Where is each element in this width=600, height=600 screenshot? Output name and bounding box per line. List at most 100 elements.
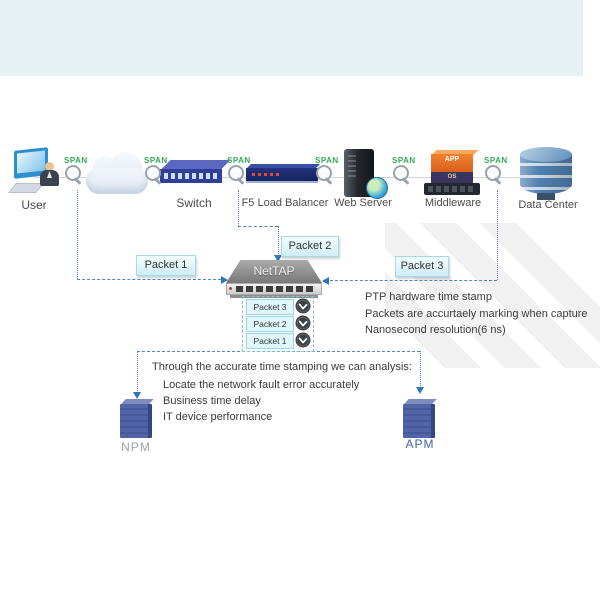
user-computer-icon (8, 147, 66, 199)
label-apm: APM (405, 437, 435, 451)
analysis-title: Through the accurate time stamping we ca… (152, 361, 412, 373)
magnifier-icon (316, 165, 332, 181)
label-middleware: Middleware (424, 197, 482, 209)
cloud-icon (86, 152, 148, 194)
magnifier-icon (485, 165, 501, 181)
globe-icon (366, 177, 388, 199)
stack-row: Packet 2 (246, 315, 313, 332)
span-tap-f5: SPAN (315, 156, 341, 192)
span-label: SPAN (484, 156, 508, 165)
analysis-item-2: Business time delay (163, 395, 261, 407)
clock-icon (295, 332, 311, 348)
server-front-face (120, 404, 152, 438)
magnifier-handle (236, 177, 245, 185)
magnifier-handle (73, 177, 82, 185)
span-tap-web-server: SPAN (392, 156, 418, 192)
stack-packet-1: Packet 1 (246, 333, 294, 349)
note-line-2: Packets are accurtaely marking when capt… (365, 307, 588, 320)
span-tap-middleware: SPAN (484, 156, 510, 192)
span-label: SPAN (392, 156, 416, 165)
cloud-base (86, 168, 148, 194)
npm-arrowhead (133, 392, 141, 399)
label-npm: NPM (121, 440, 151, 454)
packet2-line-vertical (238, 190, 239, 226)
magnifier-handle (493, 177, 502, 185)
stack-row: Packet 3 (246, 298, 313, 315)
packet1-arrowhead (221, 276, 228, 284)
nettap-device: NetTAP (226, 260, 322, 300)
note-line-1: PTP hardware time stamp (365, 291, 492, 303)
apm-server-icon (403, 398, 437, 440)
span-tap-switch: SPAN (227, 156, 253, 192)
packet2-callout: Packet 2 (281, 236, 339, 257)
packet2-arrowhead (274, 255, 282, 262)
npm-line-vertical (137, 351, 138, 393)
keyboard-icon (8, 183, 44, 193)
middleware-icon: APP OS (424, 150, 480, 196)
magnifier-handle (401, 177, 410, 185)
note-line-3: Nanosecond resolution(6 ns) (365, 324, 506, 336)
server-front-face (403, 404, 435, 438)
person-body-icon (40, 170, 59, 186)
label-data-center: Data Center (518, 199, 578, 211)
web-server-icon (336, 149, 392, 201)
load-balancer-icon (246, 164, 320, 186)
label-switch: Switch (176, 196, 212, 210)
packet2-line-horizontal (238, 226, 278, 227)
npm-server-icon (120, 398, 154, 440)
stack-packet-2: Packet 2 (246, 316, 294, 332)
lb-leds (252, 173, 282, 176)
magnifier-icon (145, 165, 161, 181)
person-head-icon (45, 162, 54, 171)
nettap-label: NetTAP (253, 264, 295, 278)
apm-arrowhead (416, 387, 424, 394)
network-layer-band (0, 0, 583, 76)
lb-front-face (246, 168, 318, 181)
analysis-item-1: Locate the network fault error accuratel… (163, 379, 360, 391)
magnifier-handle (153, 177, 162, 185)
packet3-line-horizontal (330, 280, 497, 281)
apm-line-vertical (420, 351, 421, 388)
magnifier-icon (228, 165, 244, 181)
switch-icon (160, 160, 231, 190)
stack-packet-3: Packet 3 (246, 299, 294, 315)
packet1-line-vertical (77, 190, 78, 279)
database-cylinder-icon (520, 147, 572, 203)
span-label: SPAN (64, 156, 88, 165)
span-tap-user: SPAN (64, 156, 90, 192)
magnifier-icon (393, 165, 409, 181)
packet3-arrowhead (322, 277, 329, 285)
nettap-top-face (226, 260, 322, 283)
analysis-item-3: IT device performance (163, 411, 273, 423)
packet3-callout: Packet 3 (395, 256, 449, 277)
span-tap-cloud: SPAN (144, 156, 170, 192)
app-cube: APP (431, 154, 473, 172)
middleware-slots (428, 186, 476, 192)
person-shirt-icon (47, 171, 52, 178)
label-user: User (21, 198, 47, 212)
os-cube: OS (431, 172, 473, 183)
analysis-items: Locate the network fault error accuratel… (163, 377, 443, 425)
monitor-screen (17, 150, 45, 174)
stack-row: Packet 1 (246, 332, 313, 349)
label-f5-load-balancer: F5 Load Balancer (241, 197, 329, 209)
magnifier-icon (65, 165, 81, 181)
lb-trim (246, 181, 318, 183)
switch-top-face (161, 160, 231, 169)
server-vents (348, 155, 356, 179)
label-web-server: Web Server (334, 197, 392, 209)
packet2-line-drop (278, 226, 279, 256)
timestamp-notes: PTP hardware time stamp Packets are accu… (365, 289, 595, 339)
nettap-ports (236, 286, 314, 292)
magnifier-handle (324, 177, 333, 185)
span-label: SPAN (144, 156, 168, 165)
packet3-line-vertical (497, 190, 498, 280)
clock-icon (295, 298, 311, 314)
switch-ports (164, 173, 218, 179)
span-label: SPAN (315, 156, 339, 165)
packet1-callout: Packet 1 (136, 255, 196, 276)
cylinder-top (520, 147, 572, 162)
nettap-led (229, 287, 232, 290)
span-label: SPAN (227, 156, 251, 165)
cylinder-base (537, 193, 555, 200)
